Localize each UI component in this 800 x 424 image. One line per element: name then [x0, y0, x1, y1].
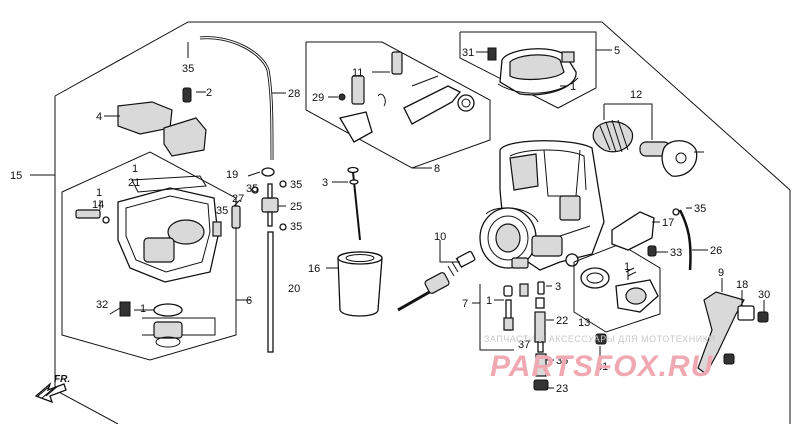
- callout-37: 37: [518, 339, 530, 351]
- leader-lines: [99, 42, 765, 389]
- callout-3: 3: [322, 177, 328, 189]
- float-chamber-body: [117, 175, 219, 283]
- jet-stack: [503, 281, 549, 391]
- front-direction-label: FR.: [54, 374, 70, 385]
- top-cover-group-box: [459, 31, 597, 109]
- throttle-drum: [639, 140, 704, 177]
- callout-14: 14: [92, 199, 104, 211]
- clamp-19: [261, 167, 275, 177]
- callout-1: 1: [132, 163, 138, 175]
- callout-1: 1: [140, 303, 146, 315]
- carburetor-body: [479, 140, 605, 271]
- starter-plunger: [397, 250, 476, 312]
- callout-29: 29: [312, 92, 324, 104]
- callout-21: 21: [128, 177, 140, 189]
- float-pin: [212, 221, 222, 237]
- callout-36: 36: [556, 355, 568, 367]
- callout-35: 35: [290, 221, 302, 233]
- callout-1: 1: [624, 261, 630, 273]
- bolt-32: [119, 301, 131, 317]
- callout-26: 26: [710, 245, 722, 257]
- callout-5: 5: [614, 45, 620, 57]
- watermark-brand: PARTSFOX.RU: [490, 350, 714, 383]
- front-direction-arrow: FR.: [34, 374, 70, 404]
- callout-20: 20: [288, 283, 300, 295]
- callout-18: 18: [736, 279, 748, 291]
- callout-35: 35: [246, 183, 258, 195]
- callout-15: 15: [10, 170, 22, 182]
- accelerator-pump: [580, 267, 659, 313]
- throttle-valve: [337, 251, 383, 317]
- throttle-spring: [592, 119, 634, 153]
- screw-31: [487, 47, 497, 61]
- callout-1: 1: [570, 81, 576, 93]
- vent-cap-4: [117, 87, 207, 157]
- callout-8: 8: [434, 163, 440, 175]
- callout-25: 25: [290, 201, 302, 213]
- assembly-outline: [54, 21, 791, 424]
- callout-23: 23: [556, 383, 568, 395]
- float-chamber-group-box: [61, 151, 237, 361]
- top-cover: [497, 48, 579, 96]
- callout-16: 16: [308, 263, 320, 275]
- fuel-joint-25: [261, 183, 279, 227]
- callout-1: 1: [96, 187, 102, 199]
- throttle-link-group-box: [305, 41, 491, 169]
- throttle-linkage: [338, 51, 475, 143]
- vent-hose: [678, 209, 692, 271]
- callout-27: 27: [232, 193, 244, 205]
- callout-4: 4: [96, 111, 102, 123]
- callout-9: 9: [718, 267, 724, 279]
- drain-plug: [153, 303, 183, 348]
- callout-35: 35: [216, 205, 228, 217]
- callout-31: 31: [462, 47, 474, 59]
- watermark-tagline: ЗАПЧАСТИ И АКСЕССУАРЫ ДЛЯ МОТОТЕХНИКИ: [484, 334, 715, 344]
- pump-cover: [611, 211, 655, 251]
- callout-35: 35: [290, 179, 302, 191]
- callout-6: 6: [246, 295, 252, 307]
- callout-3: 3: [555, 281, 561, 293]
- callout-13: 13: [578, 317, 590, 329]
- callout-numbers: 15 4 2 35 28 1 21 1 14 35 27 19 35 35 25…: [10, 45, 770, 395]
- callout-30: 30: [758, 289, 770, 301]
- callout-28: 28: [288, 88, 300, 100]
- pump-rod-lever: [697, 291, 769, 375]
- callout-35: 35: [694, 203, 706, 215]
- callout-17: 17: [662, 217, 674, 229]
- callout-32: 32: [96, 299, 108, 311]
- jet-needle: [347, 166, 361, 241]
- callout-2: 2: [206, 87, 212, 99]
- callout-7: 7: [462, 298, 468, 310]
- screw-31b: [595, 333, 607, 345]
- callout-10: 10: [434, 231, 446, 243]
- watermark: ЗАПЧАСТИ И АКСЕССУАРЫ ДЛЯ МОТОТЕХНИКИ PA…: [484, 334, 715, 383]
- callout-33: 33: [670, 247, 682, 259]
- drain-tube: [267, 231, 274, 353]
- callout-19: 19: [226, 169, 238, 181]
- callout-22: 22: [556, 315, 568, 327]
- tube-27: [231, 205, 241, 229]
- callout-12: 12: [630, 89, 642, 101]
- callout-1: 1: [486, 295, 492, 307]
- callout-31: 31: [596, 361, 608, 373]
- callout-11: 11: [352, 67, 363, 79]
- pilot-screw: [75, 209, 110, 224]
- callout-35: 35: [182, 63, 194, 75]
